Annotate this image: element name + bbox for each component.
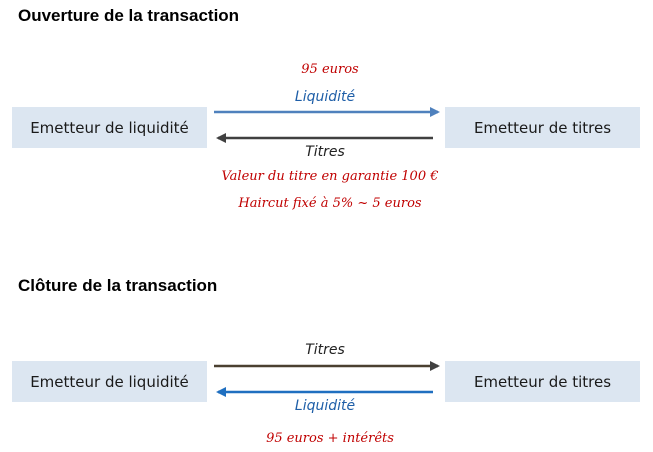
section1-title: Ouverture de la transaction xyxy=(18,6,240,25)
securities-label-top: Titres xyxy=(305,342,345,358)
interest-note: 95 euros + intérêts xyxy=(266,431,394,446)
haircut-note: Haircut fixé à 5% ~ 5 euros xyxy=(238,196,422,211)
liquidity-issuer-box-2: Emetteur de liquidité xyxy=(12,361,207,402)
amount-note: 95 euros xyxy=(301,62,359,77)
liquidity-label-bottom: Liquidité xyxy=(294,398,356,414)
liquidity-label-top: Liquidité xyxy=(294,89,356,105)
collateral-value-note: Valeur du titre en garantie 100 € xyxy=(221,169,439,184)
section2-title: Clôture de la transaction xyxy=(18,276,218,295)
securities-label-bottom: Titres xyxy=(305,144,345,160)
securities-issuer-box-2: Emetteur de titres xyxy=(445,361,640,402)
liquidity-issuer-box-1: Emetteur de liquidité xyxy=(12,107,207,148)
securities-issuer-box-1: Emetteur de titres xyxy=(445,107,640,148)
